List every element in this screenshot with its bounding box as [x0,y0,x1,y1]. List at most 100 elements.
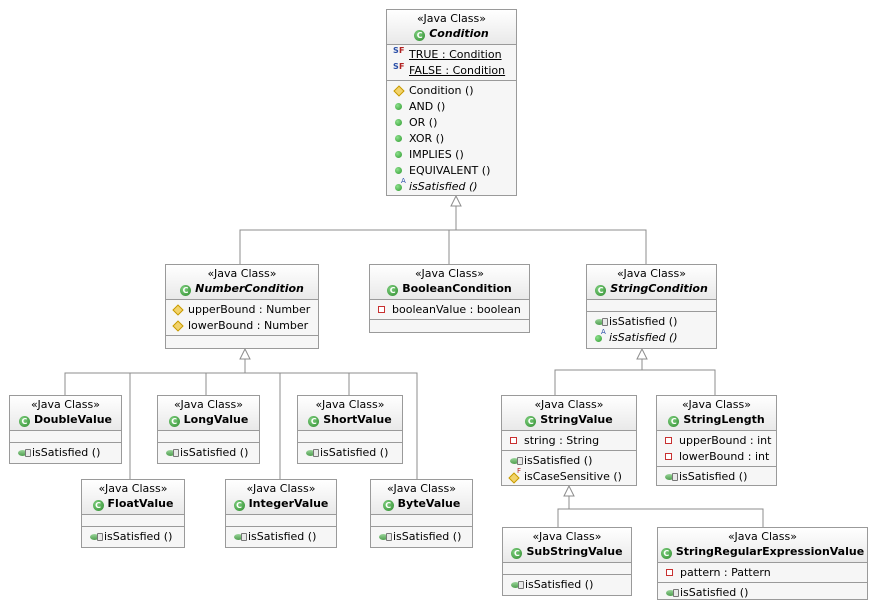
fields-section [371,514,472,526]
public-method-icon [393,133,407,143]
method-constructor[interactable]: Condition () [387,82,516,98]
method-is-satisfied[interactable]: isSatisfied () [502,452,636,468]
edge-string-children [554,369,716,395]
field-false[interactable]: FALSE : Condition [387,62,516,78]
fields-section: string : String [502,430,636,450]
override-method-icon [304,447,319,457]
method-is-satisfied[interactable]: isSatisfied () [82,528,184,544]
class-icon: C [180,285,192,296]
edge-number-children [64,372,418,479]
fields-section: upperBound : int lowerBound : int [657,430,776,466]
class-icon: C [511,548,523,559]
method-is-satisfied[interactable]: isSatisfied () [657,468,776,484]
method-is-satisfied[interactable]: isSatisfied () [226,528,336,544]
fields-section [503,562,631,574]
protected-field-icon [172,320,186,330]
stereotype-label: «Java Class» [98,482,168,495]
field-string[interactable]: string : String [502,432,636,448]
method-is-satisfied[interactable]: isSatisfied () [158,444,259,460]
stereotype-label: «Java Class» [31,398,100,411]
method-is-satisfied[interactable]: isSatisfied () [658,584,867,600]
class-icon: C [668,416,680,427]
private-field-icon [376,304,390,314]
override-method-icon [508,455,523,465]
public-method-icon [393,165,407,175]
field-upper-bound[interactable]: upperBound : Number [166,301,318,317]
field-upper-bound[interactable]: upperBound : int [657,432,776,448]
class-icon: C [18,416,30,427]
fields-section [10,430,121,442]
override-method-icon [509,579,524,589]
fields-section: upperBound : Number lowerBound : Number [166,299,318,335]
method-is-satisfied-abstract[interactable]: isSatisfied () [587,328,716,345]
static-final-field-icon [393,46,407,59]
method-is-satisfied[interactable]: isSatisfied () [10,444,121,460]
methods-section: isSatisfied () isSatisfied () [587,311,716,347]
fields-section [158,430,259,442]
stereotype-label: «Java Class» [417,12,486,25]
abstract-method-icon [593,328,607,342]
method-and[interactable]: AND () [387,98,516,114]
field-pattern[interactable]: pattern : Pattern [658,564,867,580]
class-icon: C [414,30,426,41]
override-method-icon [593,316,608,326]
method-equivalent[interactable]: EQUIVALENT () [387,162,516,178]
public-method-icon [393,149,407,159]
final-protected-method-icon [508,467,522,481]
field-lower-bound[interactable]: lowerBound : int [657,448,776,464]
private-field-icon [664,567,678,577]
methods-section: isSatisfied () [82,526,184,546]
class-icon: C [92,500,104,511]
method-is-satisfied[interactable]: isSatisfied () [503,576,631,592]
method-xor[interactable]: XOR () [387,130,516,146]
private-field-icon [663,435,677,445]
method-is-satisfied[interactable]: isSatisfied () [387,177,516,194]
fields-section [226,514,336,526]
field-lower-bound[interactable]: lowerBound : Number [166,317,318,333]
method-is-satisfied[interactable]: isSatisfied () [371,528,472,544]
methods-section: isSatisfied () isCaseSensitive () [502,450,636,486]
stereotype-label: «Java Class» [415,267,484,280]
method-is-case-sensitive[interactable]: isCaseSensitive () [502,467,636,484]
method-is-satisfied[interactable]: isSatisfied () [298,444,402,460]
field-boolean-value[interactable]: booleanValue : boolean [370,301,529,317]
class-icon: C [595,285,607,296]
method-is-satisfied[interactable]: isSatisfied () [587,313,716,329]
method-implies[interactable]: IMPLIES () [387,146,516,162]
method-or[interactable]: OR () [387,114,516,130]
field-true[interactable]: TRUE : Condition [387,46,516,62]
inheritance-arrow-string-condition [636,347,648,360]
fields-section [298,430,402,442]
methods-section: isSatisfied () [371,526,472,546]
methods-section: isSatisfied () [10,442,121,462]
public-method-icon [393,101,407,111]
